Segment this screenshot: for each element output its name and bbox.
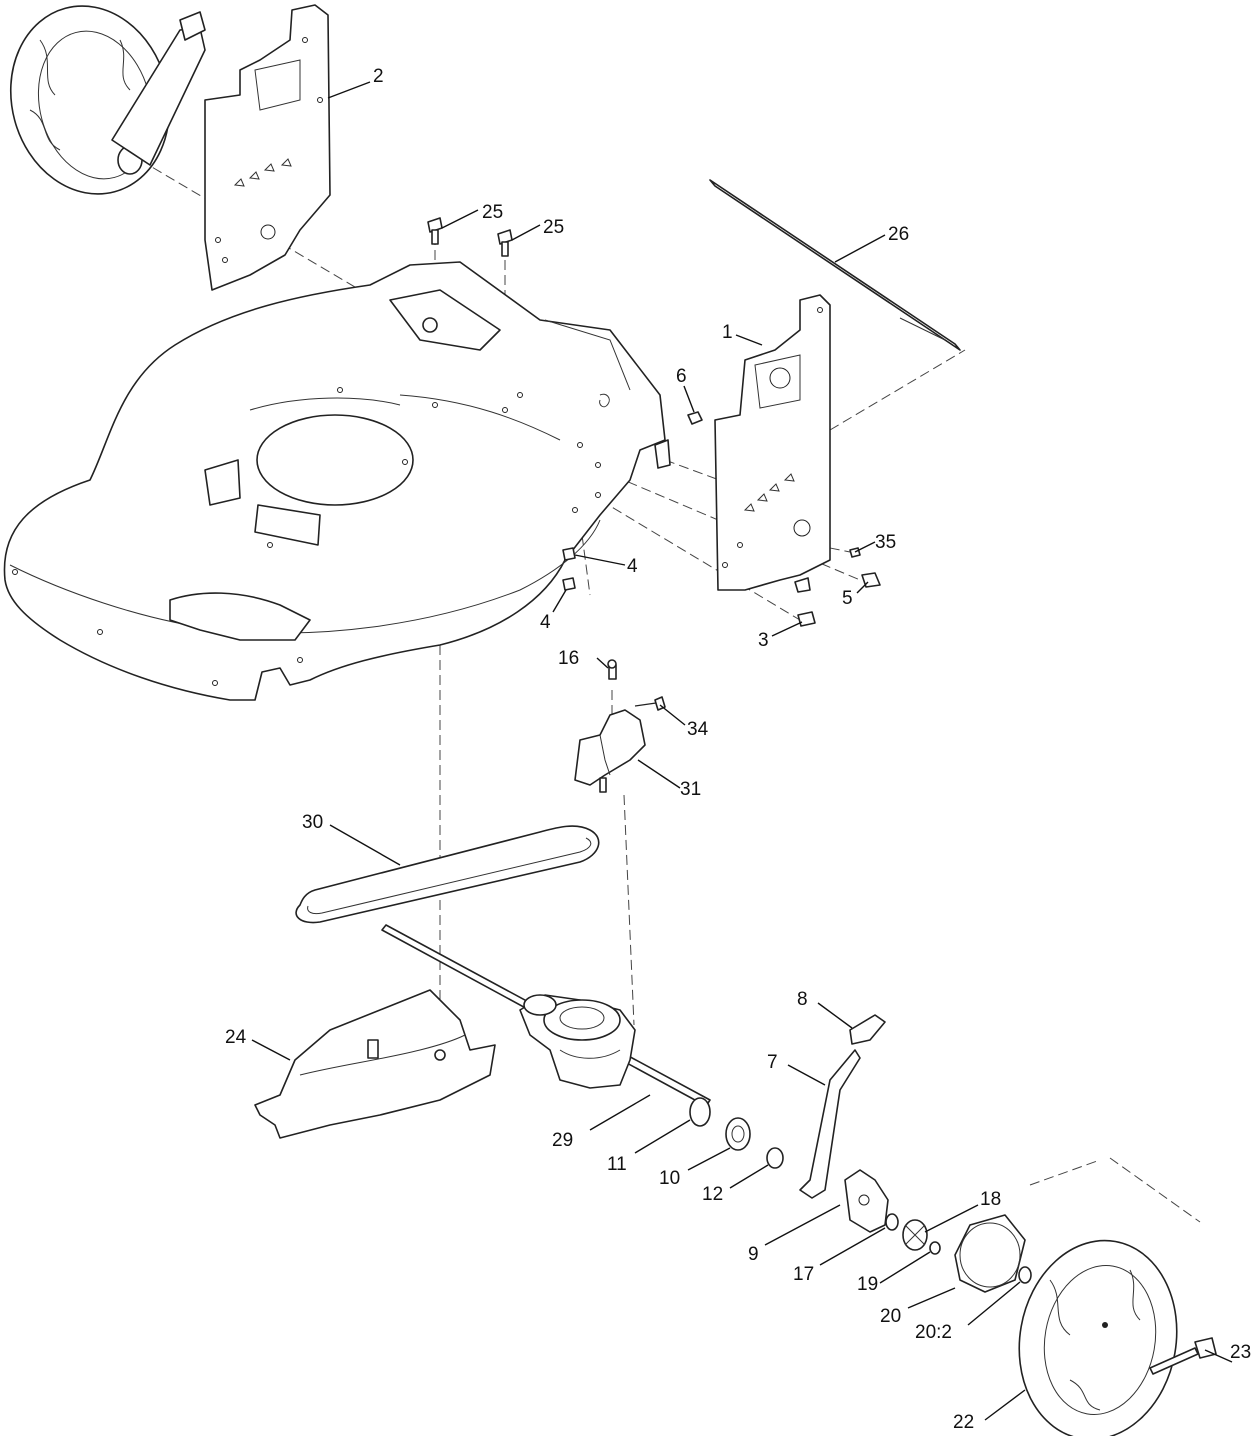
- callout-9: 9: [748, 1244, 759, 1265]
- callout-31: 31: [680, 779, 701, 800]
- callout-35: 35: [875, 532, 896, 553]
- callout-2: 2: [373, 66, 384, 87]
- bracket-assembly-31: [574, 659, 666, 793]
- front-wheel-22: [1018, 1239, 1217, 1436]
- callout-18: 18: [980, 1189, 1001, 1210]
- bushings: [689, 1097, 784, 1169]
- height-adjuster-plate-1: [714, 294, 831, 591]
- bolts-25: [422, 217, 513, 333]
- callout-10: 10: [659, 1168, 680, 1189]
- callout-labels: 2 25 25 26 1 6 35 4 4 5 3 16 34 31 30 8 …: [225, 66, 1251, 1433]
- callout-17: 17: [793, 1264, 814, 1285]
- mower-deck: [3, 261, 671, 701]
- height-adjuster-plate-2: [204, 4, 331, 291]
- callout-6: 6: [676, 366, 687, 387]
- callout-34: 34: [687, 719, 709, 740]
- wheel-hub-20: [954, 1214, 1032, 1293]
- callout-3: 3: [758, 630, 769, 651]
- callout-1: 1: [722, 322, 733, 343]
- drive-components: [844, 1169, 941, 1255]
- callout-8: 8: [797, 989, 808, 1010]
- callout-7: 7: [767, 1052, 778, 1073]
- rear-wheel-top-left: [9, 5, 206, 195]
- callout-11: 11: [607, 1154, 627, 1175]
- callout-26: 26: [888, 224, 909, 245]
- callout-12: 12: [702, 1184, 723, 1205]
- callout-24: 24: [225, 1027, 247, 1048]
- rod-26: [709, 179, 961, 351]
- callout-4b: 4: [540, 612, 551, 633]
- leader-lines: [251, 81, 1233, 1421]
- callout-20-2: 20:2: [915, 1322, 952, 1343]
- callout-5: 5: [842, 588, 853, 609]
- callout-25a: 25: [482, 202, 503, 223]
- drive-belt-30: [295, 825, 600, 924]
- callout-22: 22: [953, 1412, 974, 1433]
- guard-24: [254, 989, 496, 1139]
- callout-29: 29: [552, 1130, 573, 1151]
- callout-23: 23: [1230, 1342, 1251, 1363]
- lever-7: [799, 1014, 886, 1199]
- fasteners: [562, 411, 881, 627]
- transmission-and-shaft: [381, 924, 711, 1107]
- callout-19: 19: [857, 1274, 878, 1295]
- callout-25b: 25: [543, 217, 564, 238]
- callout-30: 30: [302, 812, 323, 833]
- callout-20: 20: [880, 1306, 901, 1327]
- callout-16: 16: [558, 648, 579, 669]
- callout-4a: 4: [627, 556, 638, 577]
